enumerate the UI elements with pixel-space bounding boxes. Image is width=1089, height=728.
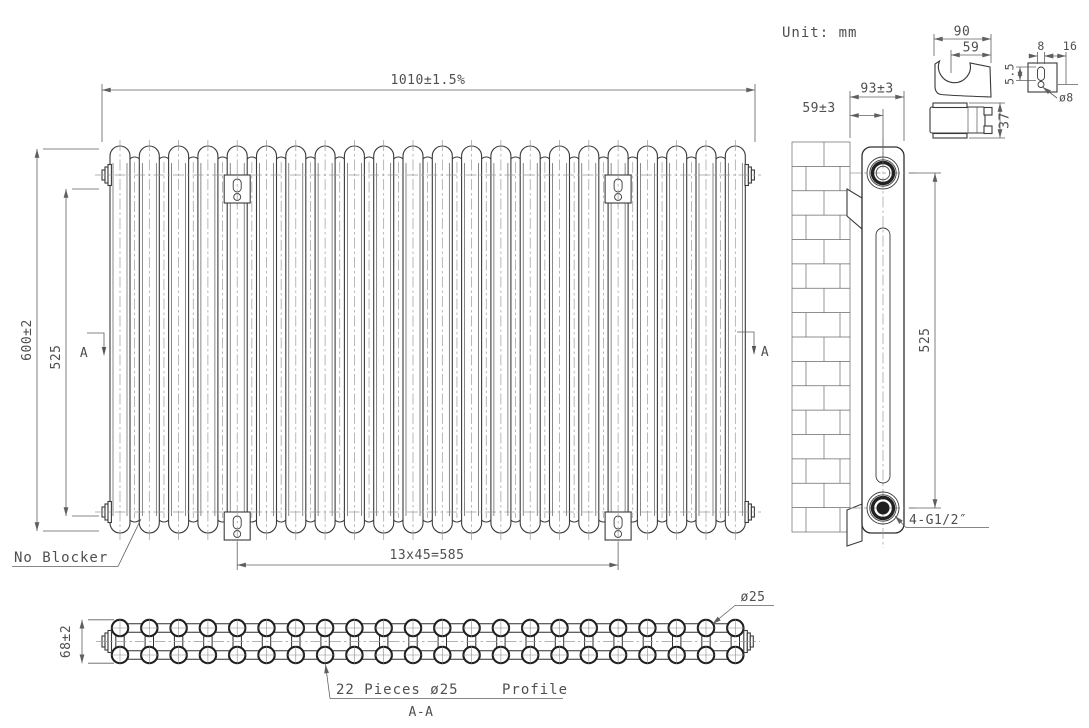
side-view-dimensions: 93±3 59±3 525 4-G1/2″ <box>802 82 989 528</box>
section-marker-left-label: A <box>80 346 88 361</box>
mount-height-dim: 525 <box>49 345 64 370</box>
plate-slot-height-dim: 5.5 <box>1003 63 1017 85</box>
hook-offset-dim: 59 <box>963 41 980 56</box>
side-groove <box>875 227 891 484</box>
mount-bracket-top-left <box>223 170 251 209</box>
mount-bracket-top-right <box>604 170 632 209</box>
mount-bracket-bottom-right <box>604 507 632 546</box>
plate-width-dim: 16 <box>1063 39 1077 53</box>
mount-bracket-bottom-left <box>223 507 251 546</box>
hook-width-dim: 90 <box>954 25 971 40</box>
clip-height-dim: 37 <box>998 112 1013 129</box>
plate-hole-dim: ø8 <box>1059 91 1073 105</box>
connection-thread-label: 4-G1/2″ <box>909 513 967 528</box>
wall-bricks <box>792 142 850 532</box>
side-center-offset-dim: 59±3 <box>802 101 835 116</box>
side-depth-dim: 93±3 <box>860 82 893 97</box>
section-marker-right-label: A <box>761 345 769 360</box>
front-view-dimensions: 1010±1.5% 600±2 525 13x45=585 No Blocker… <box>12 73 769 570</box>
section-view-dimensions: 68±2 ø25 22 Pieces ø25 Profile A-A <box>59 590 774 720</box>
plate-slot-width-dim: 8 <box>1037 39 1044 53</box>
section-marker-left: A <box>80 332 107 361</box>
overall-width-dim: 1010±1.5% <box>391 73 466 88</box>
section-depth-dim: 68±2 <box>59 625 74 658</box>
no-blocker-label: No Blocker <box>14 550 108 566</box>
side-bracket-bottom <box>846 503 863 547</box>
section-title: A-A <box>409 705 434 720</box>
section-tubes <box>110 618 745 665</box>
bracket-spacing-dim: 13x45=585 <box>390 548 465 563</box>
section-marker-right: A <box>737 331 769 360</box>
section-webs <box>115 623 740 660</box>
tube-diameter-label: ø25 <box>741 590 766 605</box>
side-mount-height-dim: 525 <box>918 328 933 353</box>
pipe-connection-bottom <box>866 491 900 525</box>
side-bracket-top <box>846 188 863 231</box>
pieces-label: 22 Pieces ø25 <box>336 682 459 698</box>
detail-clip: 37 <box>929 102 1013 139</box>
detail-hook-bracket: 90 59 <box>933 25 992 98</box>
front-view <box>95 140 761 546</box>
detail-wall-plate: 8 16 5.5 ø8 <box>1003 39 1078 105</box>
column-centerlines <box>119 140 736 540</box>
unit-label: Unit: mm <box>782 25 857 41</box>
side-view <box>791 138 916 548</box>
section-view <box>96 618 760 665</box>
overall-height-dim: 600±2 <box>20 319 35 361</box>
profile-label: Profile <box>502 682 568 698</box>
